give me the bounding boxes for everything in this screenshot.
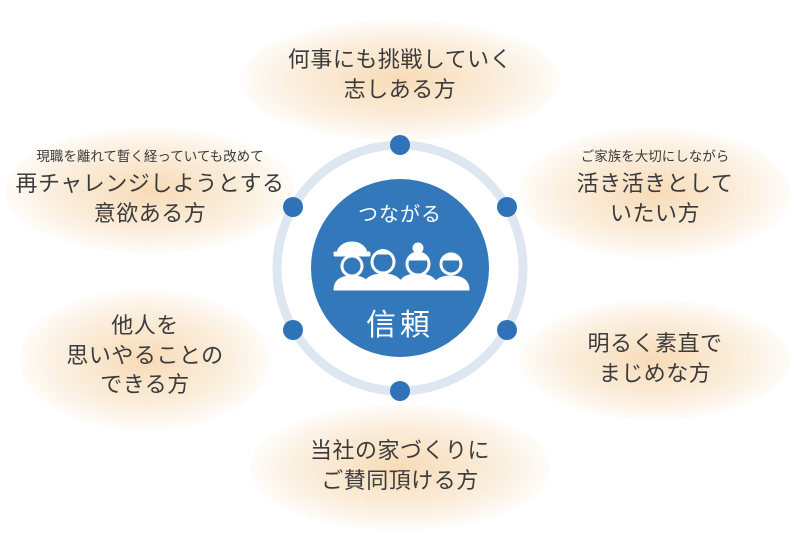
connector-dot-bottom [390,381,410,401]
glow-bottom-right [520,300,790,420]
item-subtext: 現職を離れて暫く経っていても改めて [36,149,264,165]
item-challenge: 何事にも挑戦していく 志しある方 [250,46,550,105]
connector-dot-bottom-right [497,320,517,340]
item-line: 明るく素直で [587,332,723,357]
connector-dot-top [390,135,410,155]
item-caring: 他人を 思いやることの できる方 [40,312,250,401]
item-line: 当社の家づくりに [309,439,490,464]
glow-top-left [5,128,295,253]
glow-bottom-left [20,290,270,430]
item-line: 意欲ある方 [93,201,207,227]
item-line: まじめな方 [598,361,712,387]
center-title: つながる [358,202,442,226]
item-line: できる方 [100,373,190,399]
glow-top [240,20,560,140]
item-subtext: ご家族を大切にしながら [580,149,730,165]
item-line: 活き活きとして [576,172,734,198]
connector-dot-top-left [283,197,303,217]
item-family: ご家族を大切にしながら 活き活きとして いたい方 [540,148,770,230]
item-line: 再チャレンジしようとする [15,172,285,198]
item-rechallenge: 現職を離れて暫く経っていても改めて 再チャレンジしようとする 意欲ある方 [10,148,290,230]
item-line: 何事にも挑戦していく [287,48,513,73]
item-line: いたい方 [609,201,700,227]
center-circle [311,179,489,357]
connector-dot-top-right [497,197,517,217]
item-line: 志しある方 [343,77,457,103]
center-trust: 信頼 [366,308,434,343]
item-line: 思いやることの [66,343,224,369]
glow-bottom [250,405,550,530]
item-bright: 明るく素直で まじめな方 [540,330,770,389]
item-line: 他人を [111,314,179,339]
item-agree: 当社の家づくりに ご賛同頂ける方 [250,437,550,496]
connector-dot-bottom-left [283,320,303,340]
glow-top-right [520,128,790,258]
people-group-icon [333,241,470,291]
item-line: ご賛同頂ける方 [321,468,479,494]
